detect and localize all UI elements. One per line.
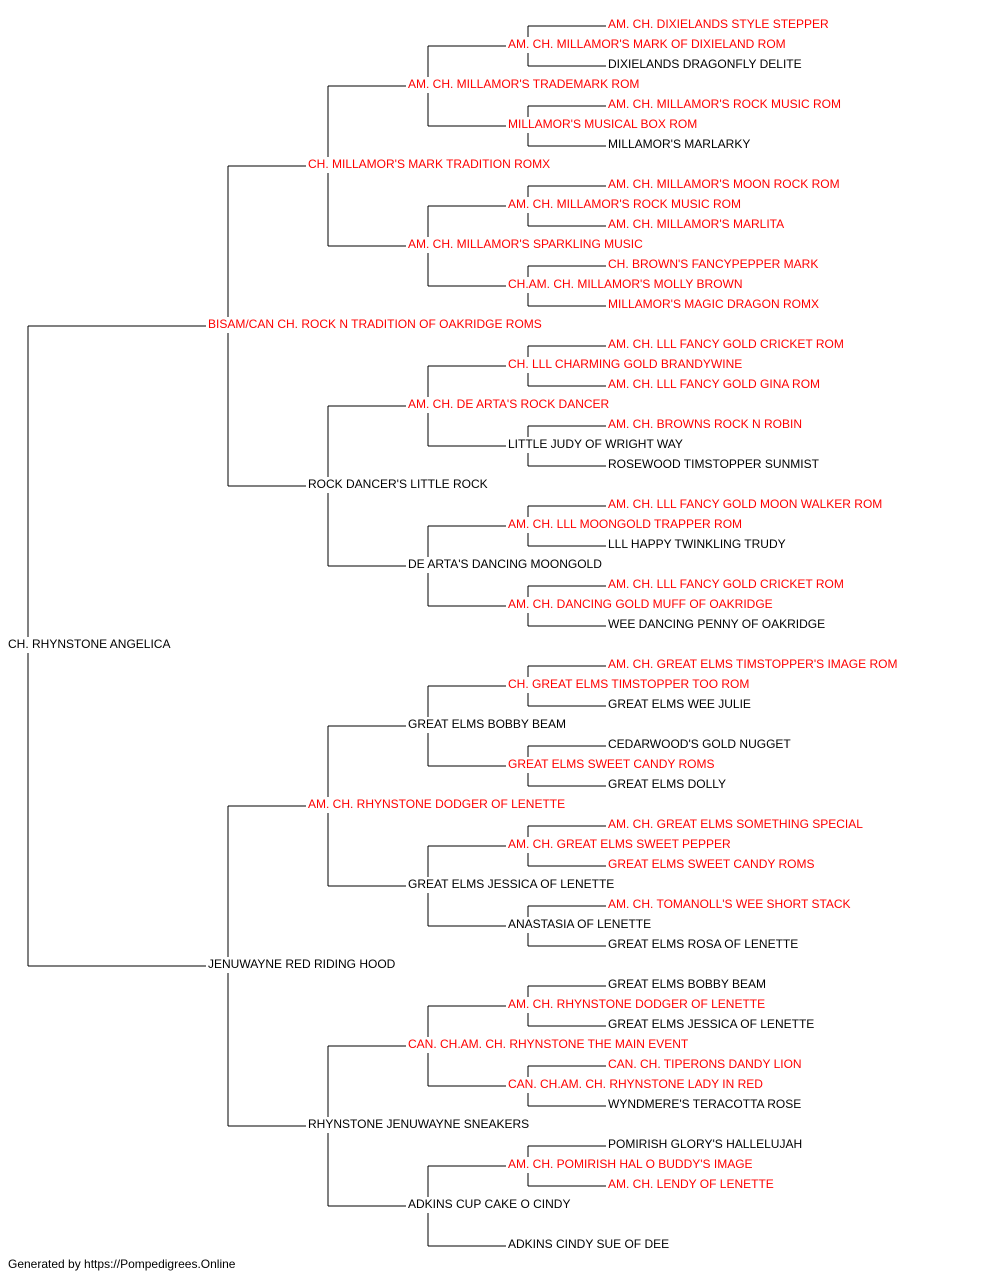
ancestor-name-gen1: JENUWAYNE RED RIDING HOOD: [208, 957, 396, 971]
ancestor-name-gen5: AM. CH. BROWNS ROCK N ROBIN: [608, 417, 803, 431]
ancestor-name-gen5: ROSEWOOD TIMSTOPPER SUNMIST: [608, 457, 819, 471]
ancestor-name-gen3: CAN. CH.AM. CH. RHYNSTONE THE MAIN EVENT: [408, 1037, 689, 1051]
ancestor-name-gen4: CH. GREAT ELMS TIMSTOPPER TOO ROM: [508, 677, 750, 691]
ancestor-name-gen5: GREAT ELMS JESSICA OF LENETTE: [608, 1017, 815, 1031]
ancestor-name-gen5: AM. CH. TOMANOLL'S WEE SHORT STACK: [608, 897, 851, 911]
ancestor-name-gen5: GREAT ELMS BOBBY BEAM: [608, 977, 767, 991]
ancestor-name-gen3: ADKINS CUP CAKE O CINDY: [408, 1197, 571, 1211]
ancestor-name-gen5: AM. CH. MILLAMOR'S ROCK MUSIC ROM: [608, 97, 841, 111]
ancestor-name-gen4: GREAT ELMS SWEET CANDY ROMS: [508, 757, 715, 771]
ancestor-name-gen4: AM. CH. LLL MOONGOLD TRAPPER ROM: [508, 517, 743, 531]
ancestor-name-gen4: AM. CH. RHYNSTONE DODGER OF LENETTE: [508, 997, 766, 1011]
ancestor-name-gen5: GREAT ELMS SWEET CANDY ROMS: [608, 857, 815, 871]
ancestor-name-gen4: CH. LLL CHARMING GOLD BRANDYWINE: [508, 357, 743, 371]
ancestor-name-gen5: AM. CH. LENDY OF LENETTE: [608, 1177, 774, 1191]
ancestor-name-gen5: POMIRISH GLORY'S HALLELUJAH: [608, 1137, 803, 1151]
ancestor-name-gen4: AM. CH. MILLAMOR'S ROCK MUSIC ROM: [508, 197, 741, 211]
ancestor-name-gen5: GREAT ELMS WEE JULIE: [608, 697, 751, 711]
ancestor-name-gen2: RHYNSTONE JENUWAYNE SNEAKERS: [308, 1117, 530, 1131]
ancestor-name-gen5: MILLAMOR'S MARLARKY: [608, 137, 751, 151]
ancestor-name-gen4: CAN. CH.AM. CH. RHYNSTONE LADY IN RED: [508, 1077, 763, 1091]
ancestor-name-gen3: AM. CH. DE ARTA'S ROCK DANCER: [408, 397, 610, 411]
ancestor-name-gen5: AM. CH. GREAT ELMS SOMETHING SPECIAL: [608, 817, 863, 831]
ancestor-name-gen5: CH. BROWN'S FANCYPEPPER MARK: [608, 257, 819, 271]
ancestor-name-gen5: LLL HAPPY TWINKLING TRUDY: [608, 537, 786, 551]
ancestor-name-gen4: MILLAMOR'S MUSICAL BOX ROM: [508, 117, 698, 131]
ancestor-name-gen5: AM. CH. MILLAMOR'S MARLITA: [608, 217, 785, 231]
generated-by-footer: Generated by https://Pompedigrees.Online: [8, 1257, 236, 1271]
ancestor-name-gen3: GREAT ELMS BOBBY BEAM: [408, 717, 567, 731]
ancestor-name-gen5: WYNDMERE'S TERACOTTA ROSE: [608, 1097, 802, 1111]
ancestor-name-gen2: AM. CH. RHYNSTONE DODGER OF LENETTE: [308, 797, 566, 811]
ancestor-name-gen4: AM. CH. GREAT ELMS SWEET PEPPER: [508, 837, 731, 851]
ancestor-name-gen5: AM. CH. DIXIELANDS STYLE STEPPER: [608, 17, 829, 31]
ancestor-name-gen1: BISAM/CAN CH. ROCK N TRADITION OF OAKRID…: [208, 317, 542, 331]
ancestor-name-gen5: WEE DANCING PENNY OF OAKRIDGE: [608, 617, 826, 631]
ancestor-name-gen5: AM. CH. LLL FANCY GOLD CRICKET ROM: [608, 577, 844, 591]
ancestor-name-gen5: GREAT ELMS DOLLY: [608, 777, 727, 791]
ancestor-name-gen5: AM. CH. LLL FANCY GOLD GINA ROM: [608, 377, 821, 391]
ancestor-name-gen5: GREAT ELMS ROSA OF LENETTE: [608, 937, 799, 951]
ancestor-name-gen2: CH. MILLAMOR'S MARK TRADITION ROMX: [308, 157, 551, 171]
ancestor-name-gen4: ANASTASIA OF LENETTE: [508, 917, 652, 931]
ancestor-name-gen4: LITTLE JUDY OF WRIGHT WAY: [508, 437, 683, 451]
ancestor-name-gen3: AM. CH. MILLAMOR'S TRADEMARK ROM: [408, 77, 640, 91]
ancestor-name-gen5: AM. CH. LLL FANCY GOLD CRICKET ROM: [608, 337, 844, 351]
subject-dog-name: CH. RHYNSTONE ANGELICA: [8, 637, 171, 651]
ancestor-name-gen4: AM. CH. POMIRISH HAL O BUDDY'S IMAGE: [508, 1157, 753, 1171]
ancestor-name-gen5: CEDARWOOD'S GOLD NUGGET: [608, 737, 791, 751]
ancestor-name-gen4: AM. CH. DANCING GOLD MUFF OF OAKRIDGE: [508, 597, 773, 611]
ancestor-name-gen2: ROCK DANCER'S LITTLE ROCK: [308, 477, 488, 491]
ancestor-name-gen3: AM. CH. MILLAMOR'S SPARKLING MUSIC: [408, 237, 643, 251]
ancestor-name-gen5: CAN. CH. TIPERONS DANDY LION: [608, 1057, 802, 1071]
ancestor-name-gen4: ADKINS CINDY SUE OF DEE: [508, 1237, 670, 1251]
ancestor-name-gen5: AM. CH. MILLAMOR'S MOON ROCK ROM: [608, 177, 840, 191]
ancestor-name-gen5: MILLAMOR'S MAGIC DRAGON ROMX: [608, 297, 819, 311]
ancestor-name-gen4: CH.AM. CH. MILLAMOR'S MOLLY BROWN: [508, 277, 743, 291]
ancestor-name-gen3: DE ARTA'S DANCING MOONGOLD: [408, 557, 602, 571]
ancestor-name-gen5: AM. CH. LLL FANCY GOLD MOON WALKER ROM: [608, 497, 883, 511]
ancestor-name-gen4: AM. CH. MILLAMOR'S MARK OF DIXIELAND ROM: [508, 37, 786, 51]
ancestor-name-gen3: GREAT ELMS JESSICA OF LENETTE: [408, 877, 615, 891]
ancestor-name-gen5: DIXIELANDS DRAGONFLY DELITE: [608, 57, 802, 71]
ancestor-name-gen5: AM. CH. GREAT ELMS TIMSTOPPER'S IMAGE RO…: [608, 657, 898, 671]
